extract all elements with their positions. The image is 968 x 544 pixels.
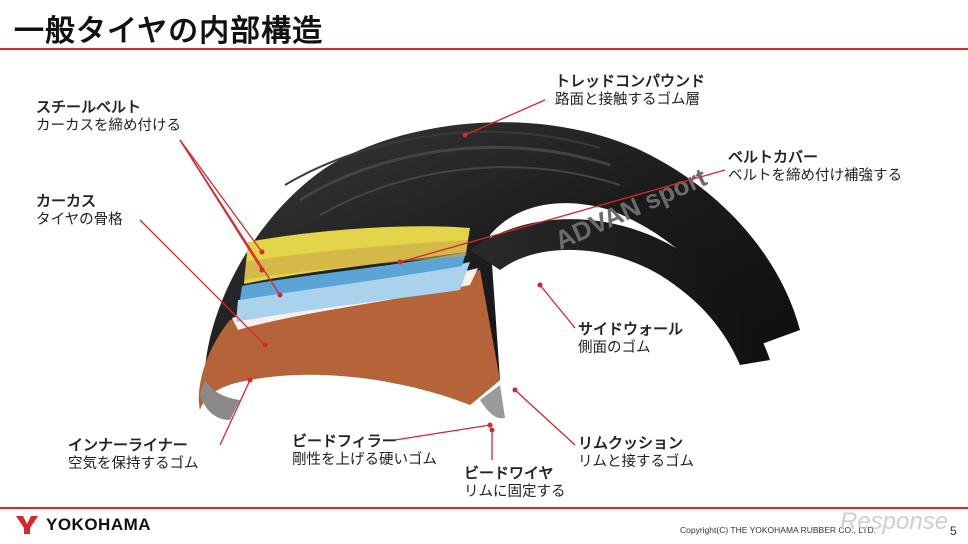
tread-groove bbox=[284, 130, 601, 186]
label-desc: リムと接するゴム bbox=[578, 453, 694, 470]
label-desc: ベルトを締め付け補強する bbox=[728, 167, 902, 184]
label-heading: カーカス bbox=[36, 192, 97, 210]
label-heading: ベルトカバー bbox=[728, 148, 819, 166]
title-divider bbox=[0, 48, 968, 50]
label-desc: 路面と接触するゴム層 bbox=[555, 91, 700, 108]
label-desc: タイヤの骨格 bbox=[36, 211, 123, 228]
label-desc: 空気を保持するゴム bbox=[68, 455, 199, 472]
label-carcass: カーカス タイヤの骨格 bbox=[36, 192, 123, 229]
label-heading: ビードフィラー bbox=[292, 432, 397, 450]
footer-divider bbox=[0, 507, 968, 509]
label-steel-belt: スチールベルト カーカスを締め付ける bbox=[36, 98, 181, 135]
leader-arrowheads bbox=[247, 132, 543, 433]
tread-groove bbox=[319, 166, 621, 216]
watermark-text: Response bbox=[840, 508, 949, 535]
carcass-layer bbox=[198, 270, 500, 410]
page-number: 5 bbox=[950, 524, 957, 538]
label-inner-liner: インナーライナー 空気を保持するゴム bbox=[68, 436, 199, 473]
label-belt-cover: ベルトカバー ベルトを締め付け補強する bbox=[728, 148, 902, 185]
copyright-text: Copyright(C) THE YOKOHAMA RUBBER CO., LT… bbox=[680, 525, 877, 535]
label-bead-wire: ビードワイヤ リムに固定する bbox=[464, 464, 566, 501]
bead-area-right bbox=[480, 385, 505, 419]
belt-blue bbox=[240, 252, 466, 300]
yokohama-logo-icon bbox=[16, 516, 38, 534]
label-heading: インナーライナー bbox=[68, 436, 188, 454]
page-title: 一般タイヤの内部構造 bbox=[14, 14, 324, 49]
bead-area bbox=[200, 380, 240, 420]
label-tread: トレッドコンパウンド 路面と接触するゴム層 bbox=[555, 72, 705, 109]
label-sidewall: サイドウォール 側面のゴム bbox=[578, 320, 683, 357]
label-rim-cushion: リムクッション リムと接するゴム bbox=[578, 434, 694, 471]
label-bead-filler: ビードフィラー 剛性を上げる硬いゴム bbox=[292, 432, 437, 469]
label-desc: リムに固定する bbox=[464, 483, 566, 500]
belt-cover-layer bbox=[244, 240, 468, 280]
label-heading: サイドウォール bbox=[578, 320, 684, 338]
tread-groove bbox=[299, 145, 611, 202]
label-heading: トレッドコンパウンド bbox=[555, 72, 706, 90]
leader-lines bbox=[139, 99, 726, 460]
label-heading: スチールベルト bbox=[36, 98, 142, 116]
belt-blue-light bbox=[236, 262, 470, 322]
label-heading: ビードワイヤ bbox=[464, 464, 554, 482]
yokohama-logo: YOKOHAMA bbox=[14, 514, 151, 536]
label-heading: リムクッション bbox=[578, 434, 684, 452]
label-desc: 側面のゴム bbox=[578, 339, 651, 356]
label-desc: カーカスを締め付ける bbox=[36, 117, 181, 134]
label-desc: 剛性を上げる硬いゴム bbox=[292, 451, 437, 468]
logo-text: YOKOHAMA bbox=[46, 515, 152, 534]
